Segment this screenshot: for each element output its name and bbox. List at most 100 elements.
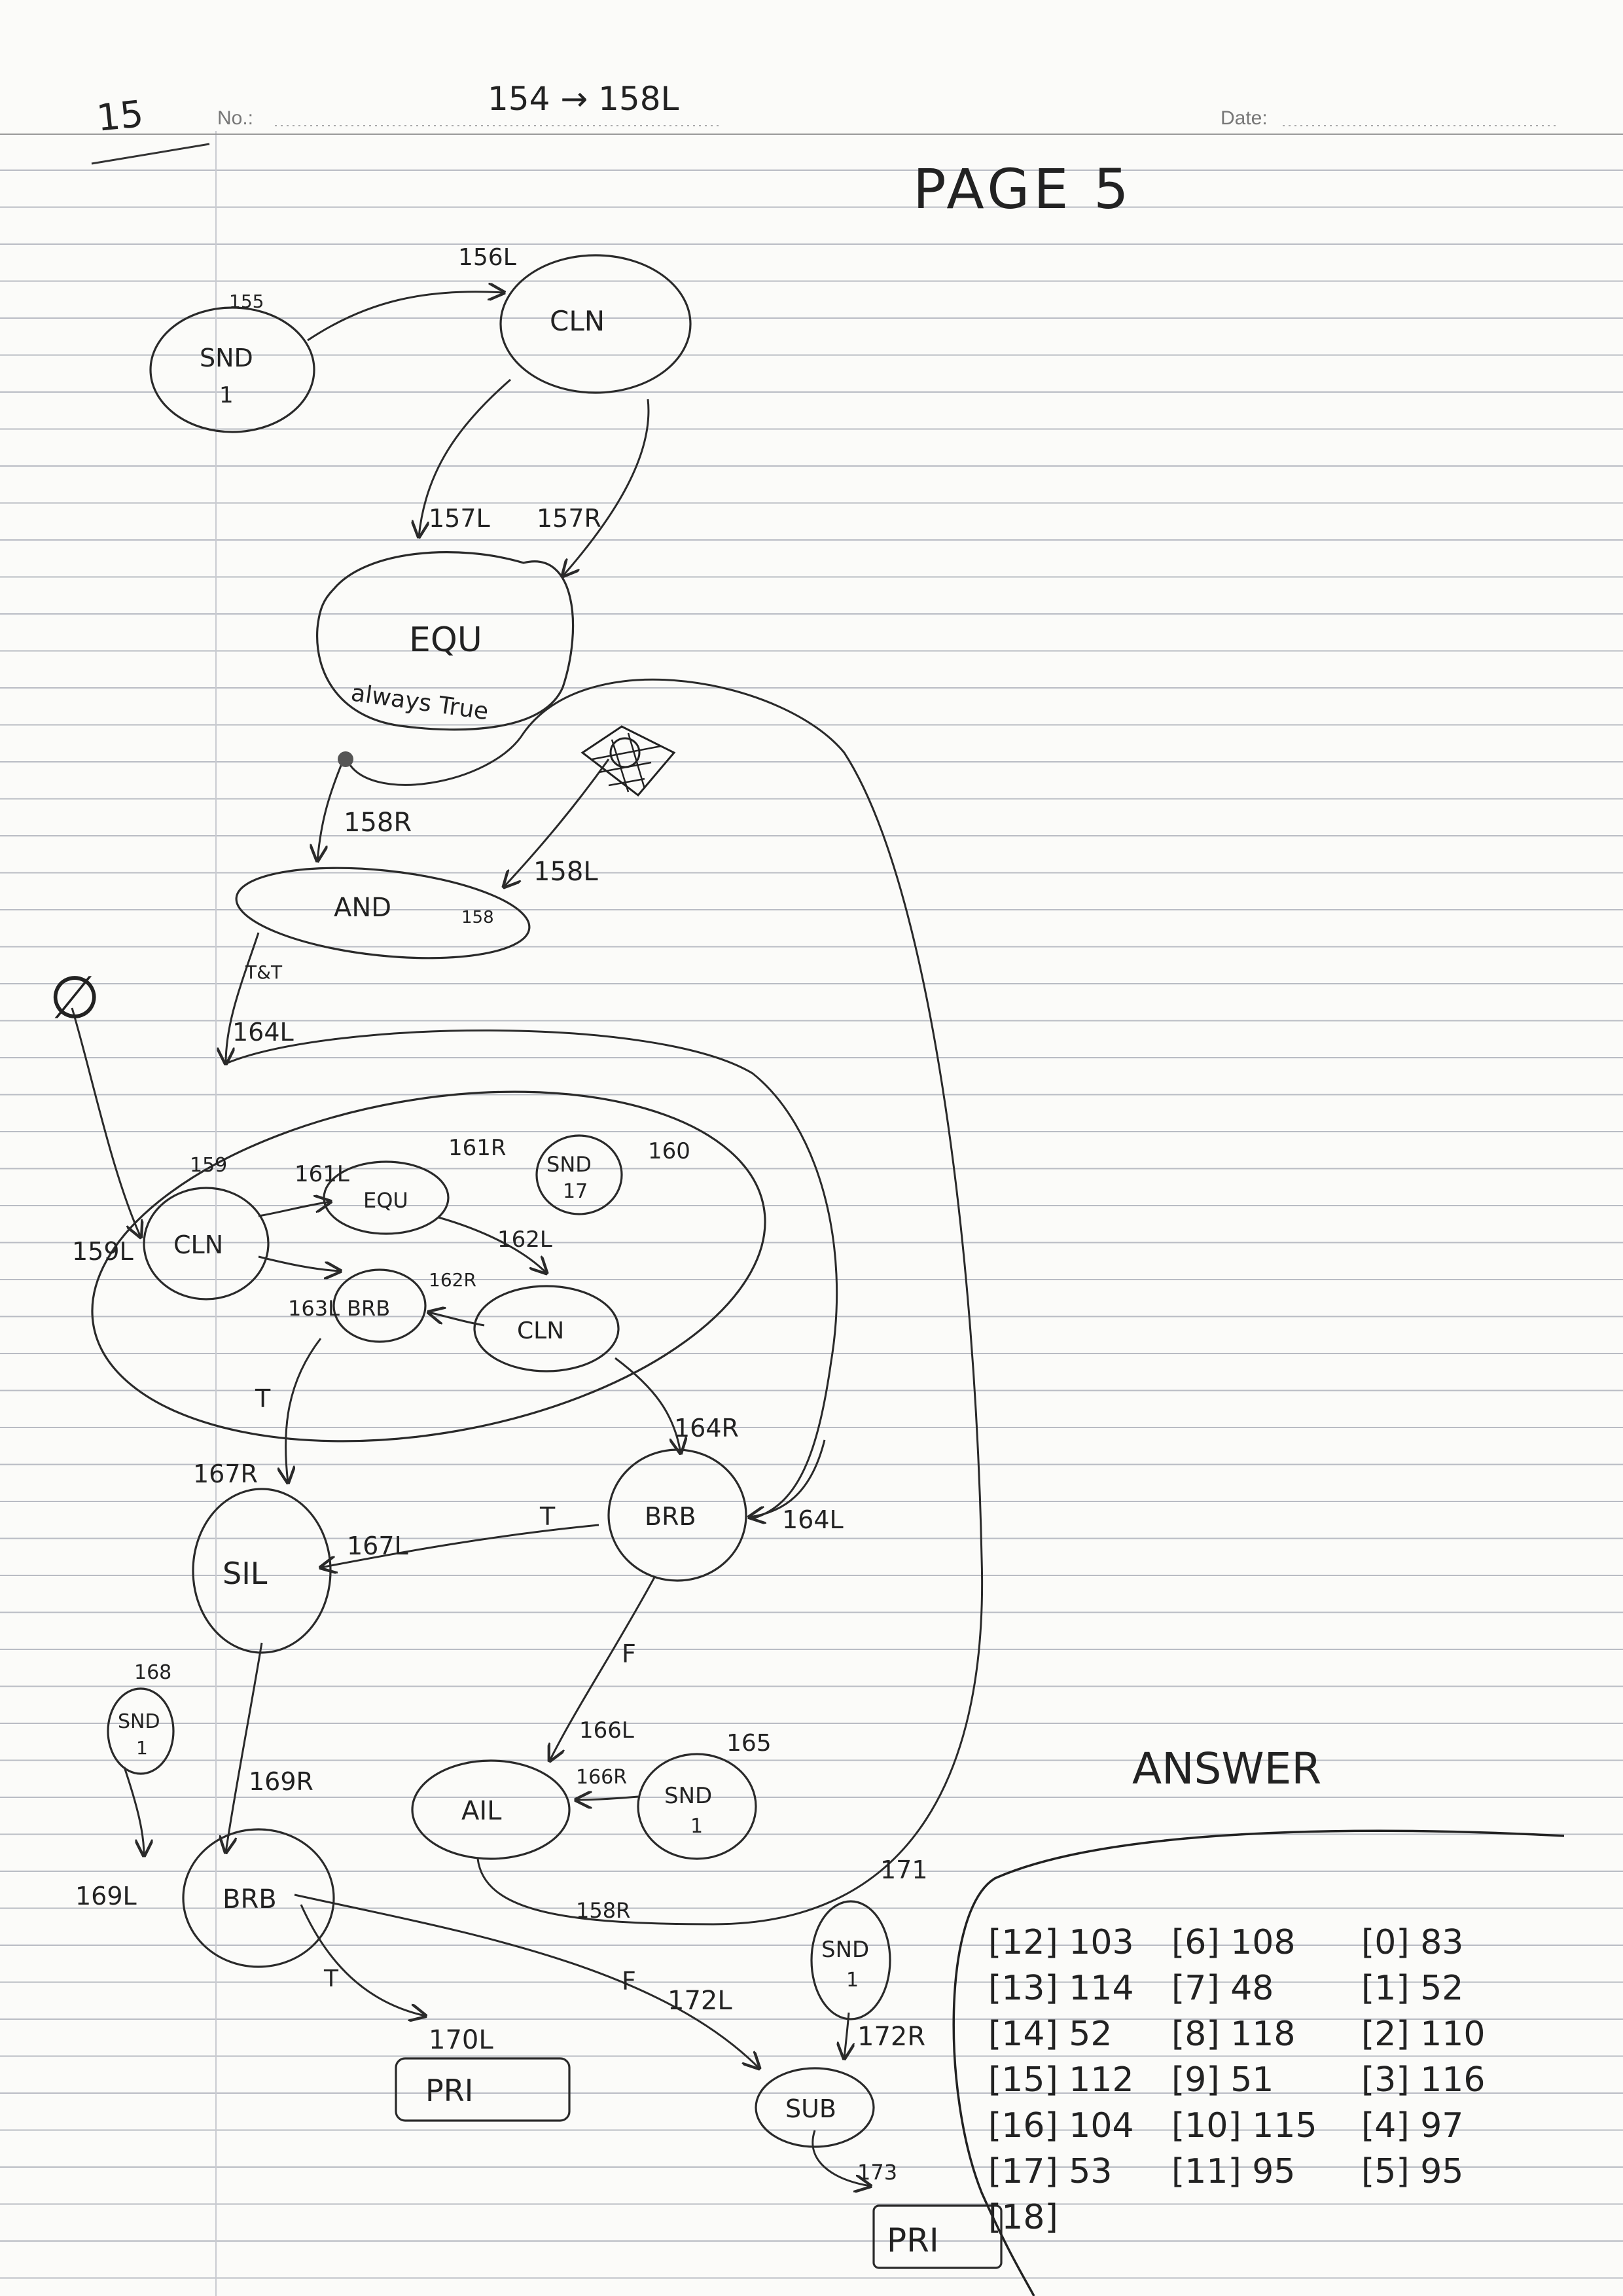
node-cln-156: CLN [499, 254, 692, 394]
answer-entry: [13] 114 [988, 1969, 1134, 2008]
node-number: 165 [726, 1730, 772, 1757]
edge-label: F [622, 1967, 636, 1996]
edge-label: 164L [782, 1505, 844, 1534]
node-snd-171: SND 1 171 [810, 1856, 928, 2020]
edge-label: 159L [72, 1237, 134, 1266]
nodes: SND 1 155 CLN EQU always True AND 158 CL… [107, 254, 1003, 2269]
edge-label: 166R [576, 1766, 627, 1789]
edge-label: 167L [347, 1532, 408, 1560]
answer-entry: [17] 53 [988, 2152, 1112, 2191]
edge-label: 164L [232, 1018, 294, 1047]
node-label: PRI [425, 2073, 473, 2108]
node-label: AIL [461, 1796, 502, 1826]
loop-group-outline [91, 1090, 766, 1443]
header: 15 No.: 154 → 158L Date: PAGE 5 [91, 80, 1558, 221]
node-sublabel: 1 [690, 1815, 703, 1838]
edge-label: 167R [193, 1460, 258, 1488]
empty-set-marker: ∅ [49, 963, 100, 1032]
node-label: SND [118, 1710, 160, 1733]
node-equ-157: EQU always True [315, 551, 575, 731]
dot-marker [338, 751, 353, 767]
edge-label: 158L [533, 857, 598, 887]
edge-label: 161L [294, 1161, 349, 1187]
node-sub-172: SUB [755, 2067, 875, 2148]
node-label: SND [546, 1152, 592, 1177]
edge-label: 157L [429, 504, 490, 533]
answer-panel: ANSWER [12] 103[13] 114[14] 52[15] 112[1… [952, 1744, 1565, 2296]
edge-label: 169L [75, 1882, 137, 1910]
node-label: SND [821, 1937, 869, 1963]
node-pri-170: PRI [395, 2057, 571, 2122]
edge-label: F [622, 1640, 636, 1668]
node-number: 158 [461, 908, 494, 927]
corner-number: 15 [95, 93, 146, 140]
node-cln-159: CLN 159 [143, 1154, 270, 1300]
answer-entry: [1] 52 [1361, 1969, 1463, 2008]
answer-entry: [2] 110 [1361, 2015, 1485, 2054]
answer-entry: [5] 95 [1361, 2152, 1463, 2191]
answer-entry: [4] 97 [1361, 2106, 1463, 2145]
edge-label: 156L [458, 244, 516, 271]
hatched-flag-mark [580, 725, 676, 797]
date-label: Date: [1221, 107, 1268, 129]
node-label: BRB [347, 1296, 390, 1321]
node-sublabel: 17 [563, 1180, 588, 1203]
node-label: PRI [887, 2221, 939, 2259]
edge-label: 169R [249, 1767, 313, 1796]
node-label: CLN [173, 1230, 223, 1259]
edge-label: 162R [429, 1269, 476, 1291]
node-sublabel: 1 [136, 1737, 148, 1759]
node-number: 168 [134, 1661, 171, 1684]
answer-entry: [15] 112 [988, 2060, 1134, 2100]
answer-entry: [18] [988, 2198, 1058, 2237]
node-number: 160 [648, 1138, 690, 1164]
answer-entry: [11] 95 [1171, 2152, 1295, 2191]
node-number: 171 [880, 1856, 928, 1884]
edge-label: 157R [537, 504, 601, 533]
node-number: 155 [229, 291, 264, 312]
edge-label: T [539, 1502, 556, 1531]
edge-label: T&T [245, 961, 283, 983]
no-value: 154 → 158L [488, 80, 679, 118]
node-label: EQU [363, 1188, 408, 1213]
node-cln-162: CLN [473, 1285, 620, 1372]
node-label: CLN [517, 1318, 564, 1344]
node-label: BRB [645, 1502, 696, 1531]
answer-entry: [8] 118 [1171, 2015, 1295, 2054]
node-number: 159 [190, 1154, 227, 1177]
edge-label: 172R [857, 2022, 925, 2052]
corner-underline [91, 143, 210, 165]
answer-entry: [9] 51 [1171, 2060, 1274, 2100]
node-brb-164: BRB [607, 1448, 747, 1582]
edge-label: 173 [857, 2160, 897, 2185]
node-label: CLN [550, 305, 605, 337]
node-brb-163: BRB [332, 1268, 427, 1343]
node-label: AND [334, 893, 391, 923]
edge-labels: 156L 157L 157R 158R 158L T&T 164L 159L 1… [72, 244, 925, 2185]
answer-bracket [952, 1829, 1565, 2296]
answer-entry: [10] 115 [1171, 2106, 1317, 2145]
edge-label: 164R [674, 1414, 739, 1443]
node-snd-155: SND 1 155 [149, 291, 315, 433]
node-snd-160: SND 17 160 [535, 1134, 690, 1215]
node-equ-161: EQU [323, 1160, 450, 1235]
node-sublabel: 1 [219, 382, 234, 408]
edge-label: 172L [668, 1986, 732, 2016]
answer-title: ANSWER [1132, 1744, 1321, 1794]
node-and-158: AND 158 [235, 867, 531, 960]
answer-entry: [16] 104 [988, 2106, 1134, 2145]
answer-entry: [6] 108 [1171, 1923, 1295, 1962]
answer-entry: [3] 116 [1361, 2060, 1485, 2100]
node-snd-165: SND 1 165 [637, 1730, 772, 1860]
node-ail-166: AIL [411, 1759, 571, 1860]
node-label: SIL [223, 1556, 268, 1591]
node-snd-168: SND 1 168 [107, 1661, 175, 1775]
edge-label: 162L [497, 1227, 552, 1253]
node-label: BRB [223, 1884, 277, 1914]
no-label: No.: [217, 107, 253, 129]
node-label: EQU [409, 620, 482, 660]
edge-label: 163L [288, 1296, 340, 1321]
node-label: SUB [785, 2094, 836, 2123]
edge-label: 166L [579, 1717, 634, 1744]
